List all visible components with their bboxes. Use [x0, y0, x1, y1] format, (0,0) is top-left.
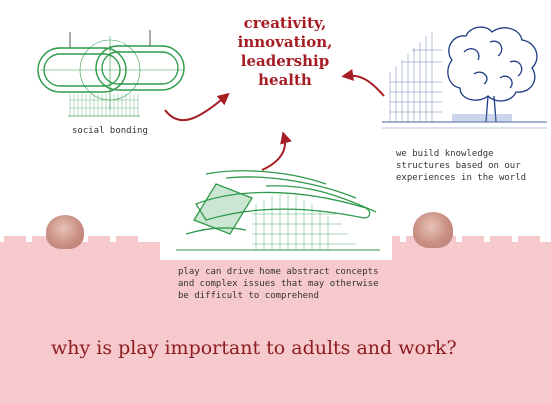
caption-knowledge-line-2: structures based on our: [396, 161, 521, 171]
chain-links-icon: [37, 30, 185, 117]
outcome-line-3: leadership: [240, 52, 330, 70]
caption-abstract-line-1: play can drive home abstract concepts: [178, 267, 379, 277]
brain-tree-icon: [382, 26, 547, 129]
caption-abstract-line-2: and complex issues that may otherwise: [178, 279, 379, 289]
outcome-line-4: health: [258, 71, 312, 89]
outcome-line-1: creativity,: [243, 14, 327, 32]
main-question: why is play important to adults and work…: [51, 337, 457, 359]
hammer-sketch-panel: [160, 160, 392, 260]
caption-knowledge-line-1: we build knowledge: [396, 149, 494, 159]
caption-abstract-line-3: be difficult to comprehend: [178, 291, 319, 301]
caption-knowledge-line-3: experiences in the world: [396, 173, 527, 183]
person-head-left: [46, 215, 84, 249]
caption-abstract: play can drive home abstract concepts an…: [178, 266, 378, 302]
arrow-from-knowledge: [341, 69, 385, 97]
outcomes-text: creativity, innovation, leadership healt…: [226, 14, 344, 90]
arrow-from-play: [261, 131, 292, 171]
outcome-line-2: innovation,: [237, 33, 333, 51]
pink-wall-background: [0, 244, 551, 404]
arrow-from-bonding: [164, 92, 230, 122]
person-head-right: [413, 212, 453, 248]
caption-knowledge: we build knowledge structures based on o…: [396, 148, 526, 184]
hammer-icon: [176, 170, 380, 251]
caption-social-bonding: social bonding: [72, 126, 148, 136]
